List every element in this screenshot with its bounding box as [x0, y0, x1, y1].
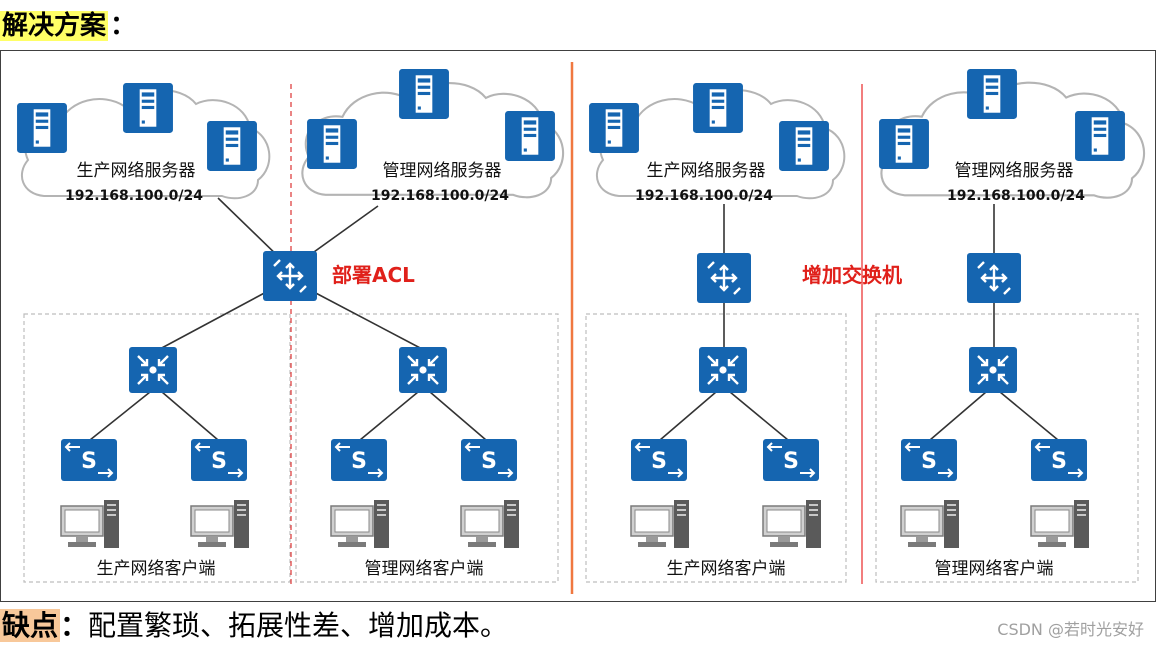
access-switch-icon: [60, 438, 118, 482]
production-server-icon: [589, 103, 639, 153]
production-client-zone: [23, 313, 291, 583]
solution-heading-colon: ：: [110, 11, 137, 41]
drawbacks-line: 缺点：配置繁琐、拓展性差、增加成本。: [0, 604, 508, 648]
production-server-icon: [207, 121, 257, 171]
management-server-name: 管理网络服务器: [383, 161, 502, 181]
add-switch-callout: 增加交换机: [802, 263, 902, 287]
acl-callout: 部署ACL: [332, 263, 415, 287]
pc-icon: [762, 499, 822, 549]
pc-icon: [900, 499, 960, 549]
production-server-icon: [123, 83, 173, 133]
management-server-icon: [1075, 111, 1125, 161]
management-client-zone: [875, 313, 1139, 583]
production-server-name: 生产网络服务器: [647, 161, 766, 181]
core-switch-icon: [698, 346, 748, 394]
watermark: CSDN @若时光安好: [997, 620, 1144, 639]
core-switch-icon: [398, 346, 448, 394]
access-switch-icon: [460, 438, 518, 482]
core-switch-icon: [968, 346, 1018, 394]
drawbacks-heading: 缺点: [0, 609, 61, 642]
management-client-label: 管理网络客户端: [365, 559, 484, 579]
core-switch-icon: [128, 346, 178, 394]
management-server-icon: [967, 69, 1017, 119]
management-server-icon: [505, 111, 555, 161]
production-server-subnet: 192.168.100.0/24: [65, 188, 203, 204]
pc-icon: [330, 499, 390, 549]
production-client-label: 生产网络客户端: [97, 559, 216, 579]
drawbacks-colon: ：: [60, 609, 89, 642]
production-server-icon: [17, 103, 67, 153]
production-client-label: 生产网络客户端: [667, 559, 786, 579]
solution-heading: 解决方案：: [0, 4, 136, 48]
pc-icon: [1030, 499, 1090, 549]
pc-icon: [60, 499, 120, 549]
router-icon: [262, 250, 318, 302]
solution-heading-text: 解决方案: [0, 11, 109, 41]
access-switch-icon: [762, 438, 820, 482]
management-client-label: 管理网络客户端: [935, 559, 1054, 579]
access-switch-icon: [900, 438, 958, 482]
switch-solution-panel: 生产网络服务器 192.168.100.0/24 管理网络服务器 192.168…: [585, 69, 1146, 584]
access-switch-icon: [190, 438, 248, 482]
management-client-zone: [295, 313, 559, 583]
production-server-name: 生产网络服务器: [77, 161, 196, 181]
added-switch-icon: [696, 252, 752, 304]
access-switch-icon: [1030, 438, 1088, 482]
acl-solution-panel: 生产网络服务器 192.168.100.0/24 管理网络服务器 192.168…: [17, 69, 565, 586]
management-server-subnet: 192.168.100.0/24: [947, 188, 1085, 204]
management-server-icon: [879, 119, 929, 169]
pc-icon: [630, 499, 690, 549]
drawbacks-text: 配置繁琐、拓展性差、增加成本。: [88, 609, 509, 642]
production-server-subnet: 192.168.100.0/24: [635, 188, 773, 204]
added-switch-icon: [966, 252, 1022, 304]
production-server-icon: [693, 83, 743, 133]
access-switch-icon: [630, 438, 688, 482]
pc-icon: [460, 499, 520, 549]
management-server-icon: [399, 69, 449, 119]
management-server-name: 管理网络服务器: [955, 161, 1074, 181]
pc-icon: [190, 499, 250, 549]
diagram-frame: [0, 50, 1156, 602]
access-switch-icon: [330, 438, 388, 482]
production-client-zone: [585, 313, 847, 583]
management-server-icon: [307, 119, 357, 169]
production-server-icon: [779, 121, 829, 171]
management-server-subnet: 192.168.100.0/24: [371, 188, 509, 204]
